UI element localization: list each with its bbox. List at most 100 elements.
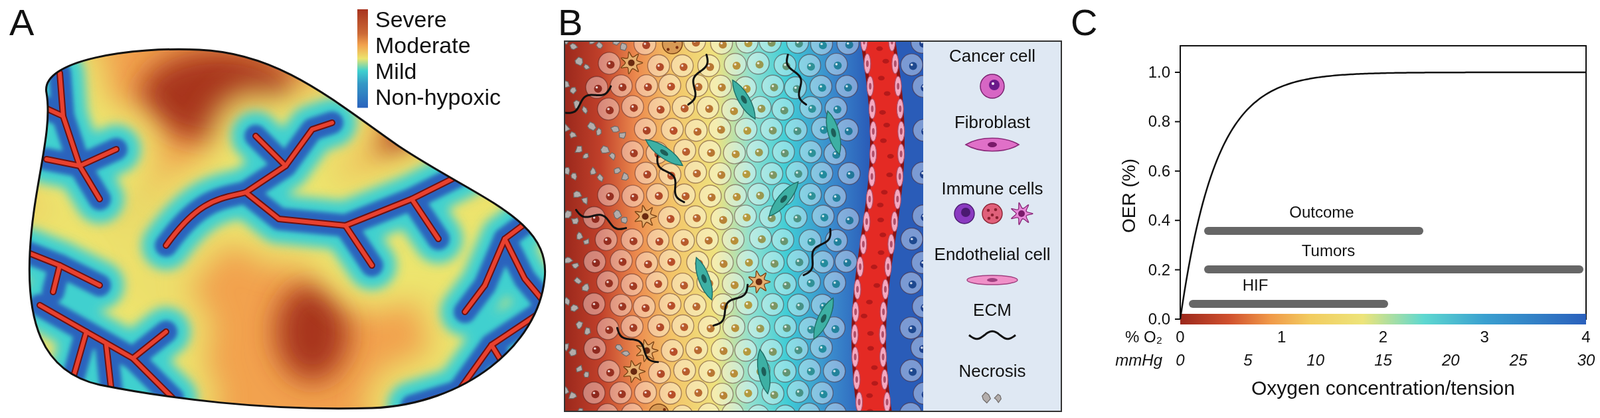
cancer-cell bbox=[734, 205, 757, 228]
cancer-cell bbox=[719, 85, 722, 88]
endothelial-cell bbox=[868, 195, 871, 203]
y-ticks bbox=[1174, 269, 1181, 271]
cancer-cell bbox=[634, 118, 657, 141]
necrotic-debris bbox=[576, 365, 583, 373]
cancer-cell bbox=[735, 381, 758, 404]
cancer-cell bbox=[734, 340, 757, 362]
cancer-cell bbox=[658, 293, 681, 316]
cancer-cell bbox=[708, 370, 712, 374]
cancer-cell bbox=[774, 316, 797, 339]
cancer-cell bbox=[648, 361, 671, 384]
cancer-cell bbox=[771, 261, 775, 265]
normoxic-zone bbox=[59, 73, 64, 117]
cancer-cell bbox=[598, 52, 621, 75]
cancer-cell bbox=[682, 239, 685, 243]
endothelial-cell bbox=[899, 150, 903, 158]
normoxic-zone bbox=[106, 345, 113, 406]
cancer-cell bbox=[661, 340, 684, 362]
cancer-cell bbox=[658, 74, 681, 97]
fibroblasts bbox=[822, 109, 845, 157]
cancer-cell bbox=[635, 75, 658, 97]
axis-title: Oxygen concentration/tension bbox=[1251, 377, 1515, 401]
cancer-cell bbox=[899, 272, 922, 295]
tick-label: 1.0 bbox=[1148, 63, 1171, 82]
cancer-cell bbox=[709, 162, 732, 185]
cancer-cell bbox=[629, 104, 638, 113]
endothelial-cell bbox=[880, 302, 887, 323]
cancer-cell bbox=[799, 183, 822, 206]
cancer-cell bbox=[845, 85, 849, 88]
cancer-cell bbox=[837, 208, 860, 231]
cancer-cell bbox=[745, 391, 749, 394]
endothelial-cell bbox=[893, 60, 897, 68]
legend-swatch bbox=[357, 33, 368, 60]
cancer-cell bbox=[809, 150, 813, 154]
cancer-cell bbox=[824, 403, 847, 412]
cancer-cell bbox=[810, 162, 833, 185]
blood-vessel bbox=[59, 73, 64, 117]
cancer-cell bbox=[798, 403, 821, 412]
cancer-cell bbox=[718, 172, 722, 176]
blood-vessel bbox=[73, 332, 87, 379]
red-blood-cell bbox=[878, 75, 885, 81]
cancer-cell bbox=[794, 346, 803, 355]
cancer-cell bbox=[621, 316, 643, 339]
necrotic-debris bbox=[569, 392, 578, 400]
cancer-cell bbox=[633, 296, 656, 319]
endothelial-cell bbox=[866, 189, 873, 210]
endothelial-cell bbox=[897, 144, 905, 165]
endothelial-cell bbox=[864, 53, 871, 74]
blood-vessel bbox=[132, 332, 167, 359]
cancer-cell bbox=[744, 215, 748, 218]
cancer-cell bbox=[845, 41, 854, 50]
cancer-cell bbox=[593, 302, 596, 306]
cancer-cell bbox=[672, 314, 695, 337]
cancer-cell bbox=[747, 316, 770, 339]
cancer-cell bbox=[820, 172, 823, 175]
cancer-cell bbox=[722, 316, 745, 339]
blood-vessel bbox=[868, 41, 888, 412]
cancer-cell bbox=[911, 251, 924, 274]
cancer-cell bbox=[642, 390, 651, 399]
cancer-cell bbox=[913, 119, 924, 142]
cancer-cell bbox=[583, 382, 606, 405]
cancer-cell bbox=[759, 41, 782, 53]
cancer-cell bbox=[770, 259, 779, 268]
cancer-cell bbox=[657, 64, 661, 68]
cancer-cell bbox=[744, 301, 753, 310]
cancer-cell bbox=[782, 369, 791, 378]
cancer-cell bbox=[909, 327, 913, 331]
endothelial-cell bbox=[891, 211, 898, 232]
cancer-cell bbox=[583, 251, 606, 273]
cancer-cell bbox=[679, 63, 688, 72]
severe-zone bbox=[275, 282, 349, 382]
cancer-cell bbox=[681, 192, 690, 201]
endothelial-cell bbox=[881, 369, 889, 390]
cancer-cell bbox=[596, 403, 619, 412]
necrotic-debris bbox=[584, 328, 591, 336]
cancer-cell bbox=[667, 258, 676, 267]
immune-cell bbox=[621, 51, 643, 74]
cancer-cell bbox=[910, 238, 914, 242]
cancer-cell bbox=[781, 239, 785, 242]
panel-letter: C bbox=[1070, 1, 1098, 44]
red-blood-cell bbox=[877, 217, 885, 223]
endothelial-cell bbox=[883, 376, 887, 384]
panel-letter: B bbox=[557, 1, 583, 44]
necrotic-debris bbox=[600, 146, 610, 154]
cancer-cell bbox=[818, 170, 827, 179]
red-blood-cell bbox=[876, 46, 883, 52]
blood-vessel bbox=[26, 252, 100, 286]
fibroblast-icon bbox=[987, 142, 997, 148]
cancer-cell bbox=[668, 84, 672, 88]
cancer-cell bbox=[707, 369, 716, 378]
cancer-cell bbox=[686, 381, 709, 404]
cancer-cell bbox=[770, 391, 779, 400]
tick-label: 10 bbox=[1306, 351, 1325, 370]
immune-cell bbox=[662, 41, 683, 54]
cancer-cell bbox=[899, 272, 922, 295]
cancer-cell bbox=[646, 183, 669, 206]
blood-vessel bbox=[132, 332, 167, 359]
endothelial-cell bbox=[886, 263, 890, 271]
cancer-cell bbox=[721, 228, 744, 251]
